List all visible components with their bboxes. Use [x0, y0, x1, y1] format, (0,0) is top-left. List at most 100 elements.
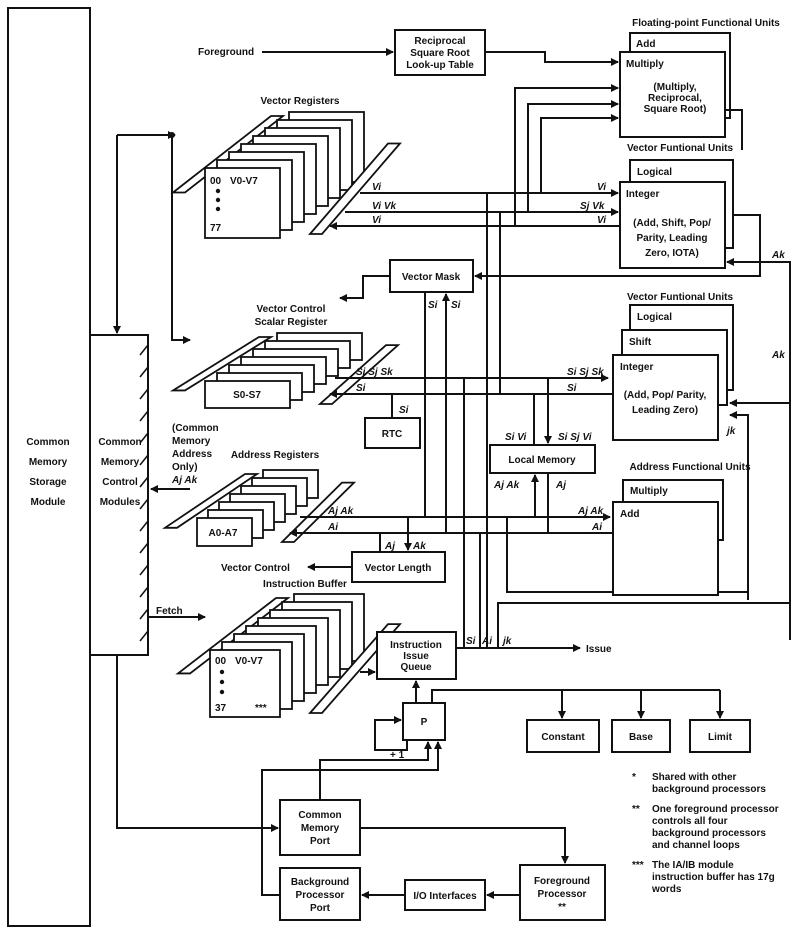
control-label: Common [98, 437, 141, 448]
constant-label: Constant [541, 732, 585, 743]
hatch-mark [139, 476, 149, 488]
note-mark: ** [632, 804, 640, 815]
bus-label: Si Sj Vi [558, 432, 592, 443]
afu-add [612, 501, 719, 596]
cm-port-label: Common [298, 810, 341, 821]
ib-mark: *** [255, 703, 267, 714]
storage-label: Common [26, 437, 69, 448]
bus-label: Si [567, 383, 577, 394]
bus-label: Vi [372, 215, 381, 226]
bus-label: Si [451, 300, 461, 311]
vcs-label: Scalar Register [255, 317, 328, 328]
ak-line [726, 258, 791, 640]
bp-port-label: Background [291, 877, 349, 888]
bus-label: Vi [597, 215, 606, 226]
vector-registers-title: Vector Registers [261, 96, 340, 107]
iiq-label: Queue [400, 662, 432, 673]
control-to-cm-port [116, 655, 279, 832]
control-label: Control [102, 477, 138, 488]
vector-control-label: Vector Control [221, 563, 290, 574]
junction [169, 132, 175, 138]
hatch-mark [139, 630, 149, 642]
vfu1-integer-label: Integer [626, 189, 659, 200]
base-label: Base [629, 732, 653, 743]
reciprocal-label: Look-up Table [406, 60, 474, 71]
vfu2-logical-label: Logical [637, 312, 672, 323]
fp-units-title: Floating-point Functional Units [632, 18, 780, 29]
hatch-mark [139, 432, 149, 444]
instruction-buffer-title: Instruction Buffer [263, 579, 347, 590]
vcs-label: Vector Control [257, 304, 326, 315]
common-memory-storage-module [7, 7, 91, 927]
dot [215, 188, 221, 194]
fg-proc-label: Processor [538, 889, 587, 900]
bus-label: Vi Vk [372, 201, 397, 212]
local-memory-label: Local Memory [508, 455, 576, 466]
foreground-processor [519, 864, 606, 921]
vfu2-integer [612, 354, 719, 441]
bus-label: Sj Vk [580, 201, 605, 212]
vfu2-integer-label: Integer [620, 362, 653, 373]
cm-port-label: Memory [301, 823, 340, 834]
dot [219, 669, 225, 675]
rtc-label: RTC [382, 429, 403, 440]
jk-to-vfu2 [729, 411, 749, 600]
input-latch [162, 473, 260, 529]
hatch-mark [139, 586, 149, 598]
dot [219, 689, 225, 695]
fp-input-3 [540, 114, 619, 193]
fp-desc: (Multiply, [653, 82, 696, 93]
control-label: Modules [100, 497, 141, 508]
plus-one-loop [374, 716, 408, 751]
afu-multiply-label: Multiply [630, 486, 668, 497]
vfu-to-mask [474, 214, 761, 280]
note-line: One foreground processor [652, 804, 779, 815]
addr-note: Address [172, 449, 212, 460]
vfu1-desc: Zero, IOTA) [645, 248, 699, 259]
vfu2-desc: Leading Zero) [632, 405, 698, 416]
hatch-mark [139, 388, 149, 400]
common-memory-port [279, 799, 361, 856]
fp-output [725, 109, 743, 150]
input-latch [169, 336, 275, 392]
fg-proc-label: Foreground [534, 876, 590, 887]
fp-add-label: Add [636, 39, 655, 50]
bus-label: Vi [597, 182, 606, 193]
hatch-mark [139, 498, 149, 510]
dot [215, 197, 221, 203]
bus-label: Ak [771, 350, 785, 361]
addr-note: (Common [172, 423, 219, 434]
bus-label: jk [501, 636, 512, 647]
bus-label: Vi [372, 182, 381, 193]
bus-label: Ak [412, 541, 426, 552]
ib-last: 37 [215, 703, 227, 714]
output-latch [308, 142, 402, 235]
iiq-label: Issue [403, 651, 429, 662]
base-register [611, 719, 671, 753]
local-memory [489, 444, 596, 474]
note-line: The IA/IB module [652, 860, 734, 871]
ib-name: V0-V7 [235, 656, 263, 667]
fp-multiply-unit [619, 51, 726, 138]
bus-label: Si [466, 636, 476, 647]
vfu2-title: Vector Funtional Units [627, 292, 734, 303]
hatch-mark [139, 542, 149, 554]
fetch-label: Fetch [156, 606, 183, 617]
bp-port-to-p [261, 741, 442, 896]
note-line: background processors [652, 828, 766, 839]
io-label: I/O Interfaces [413, 891, 477, 902]
common-memory-control-modules [89, 334, 149, 656]
dot [219, 679, 225, 685]
vreg-name: V0-V7 [230, 176, 258, 187]
p-label: P [421, 717, 428, 728]
limit-label: Limit [708, 732, 733, 743]
register-plate [204, 380, 291, 409]
vector-length-label: Vector Length [365, 563, 432, 574]
fg-proc-label: ** [558, 902, 566, 913]
p-to-regs [431, 689, 720, 703]
hatch-mark [139, 564, 149, 576]
addr-note: Only) [172, 462, 198, 473]
vector-length [351, 551, 446, 583]
note-mark: * [632, 772, 636, 783]
vreg-last: 77 [210, 223, 222, 234]
